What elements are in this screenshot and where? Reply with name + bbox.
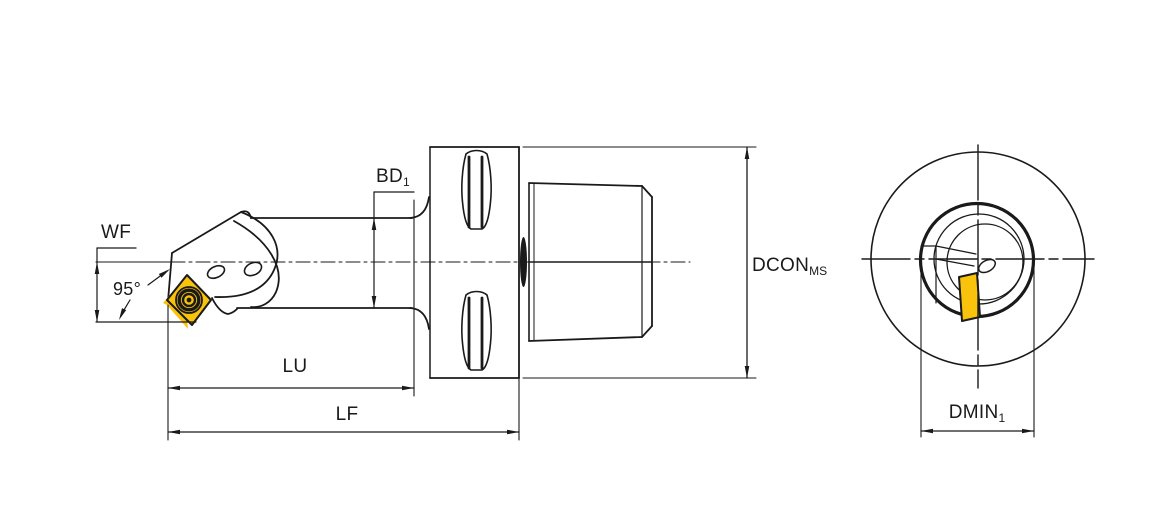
flange-slot-top	[461, 149, 492, 230]
tool-head	[167, 210, 280, 315]
coolant-hole-rear	[243, 261, 263, 277]
lf-text: LF	[335, 404, 359, 425]
arrow-down	[371, 296, 377, 308]
pocket-curve	[211, 297, 238, 315]
bd1-label: BD1	[376, 166, 410, 189]
arrow-up	[94, 262, 100, 274]
dmin1-text: DMIN	[948, 402, 999, 423]
arrow-sw	[119, 308, 127, 320]
dim-bd1	[371, 191, 415, 309]
dim-angle	[119, 269, 170, 320]
bd1-text: BD	[376, 166, 403, 187]
dim-dcon	[522, 146, 757, 379]
wf-label: WF	[101, 223, 131, 242]
lf-label: LF	[325, 405, 369, 424]
flange-slot-bottom	[461, 290, 492, 371]
dmin1-label: DMIN1	[927, 402, 1027, 425]
coolant-hole-front-view	[977, 258, 997, 274]
arrow-down	[744, 366, 750, 378]
head-circle	[946, 223, 1024, 301]
arrow-up	[371, 218, 377, 230]
front-view-centerlines	[861, 144, 1095, 389]
dim-wf	[94, 247, 197, 323]
lu-text: LU	[282, 356, 308, 377]
dcon-subscript: MS	[809, 264, 828, 278]
transition-curve	[233, 220, 280, 308]
clamp-curve	[214, 211, 279, 298]
lu-label: LU	[273, 357, 317, 376]
arrow-ne	[158, 269, 170, 278]
coupling	[520, 182, 653, 342]
insert-front	[958, 272, 981, 322]
bd1-subscript: 1	[403, 175, 410, 189]
dim-dmin1	[920, 261, 1035, 438]
dcon-text: DCON	[752, 255, 810, 276]
insert-side	[163, 274, 212, 329]
wf-text: WF	[101, 222, 132, 243]
arrow-right	[402, 385, 414, 391]
insert-clamp-screw	[175, 286, 203, 314]
arrow-right	[507, 429, 519, 435]
dim-lu	[167, 199, 415, 441]
dmin1-subscript: 1	[998, 411, 1006, 425]
dim-lf	[167, 377, 520, 441]
angle-text: 95°	[113, 279, 142, 299]
side-view	[94, 146, 757, 441]
angle-label: 95°	[113, 280, 141, 298]
arrow-down	[94, 310, 100, 322]
coolant-hole-front	[206, 264, 226, 280]
arrow-up	[744, 147, 750, 159]
arrow-right	[1022, 428, 1034, 434]
bar-body	[236, 196, 430, 330]
flange	[429, 146, 520, 379]
front-view	[861, 144, 1095, 438]
head-projection-lines	[920, 245, 977, 304]
arrow-left	[168, 429, 180, 435]
dcon-label: DCONMS	[752, 255, 828, 278]
coupling-bore-crescent	[520, 237, 527, 287]
arrow-left	[921, 428, 933, 434]
arrow-left	[168, 385, 180, 391]
